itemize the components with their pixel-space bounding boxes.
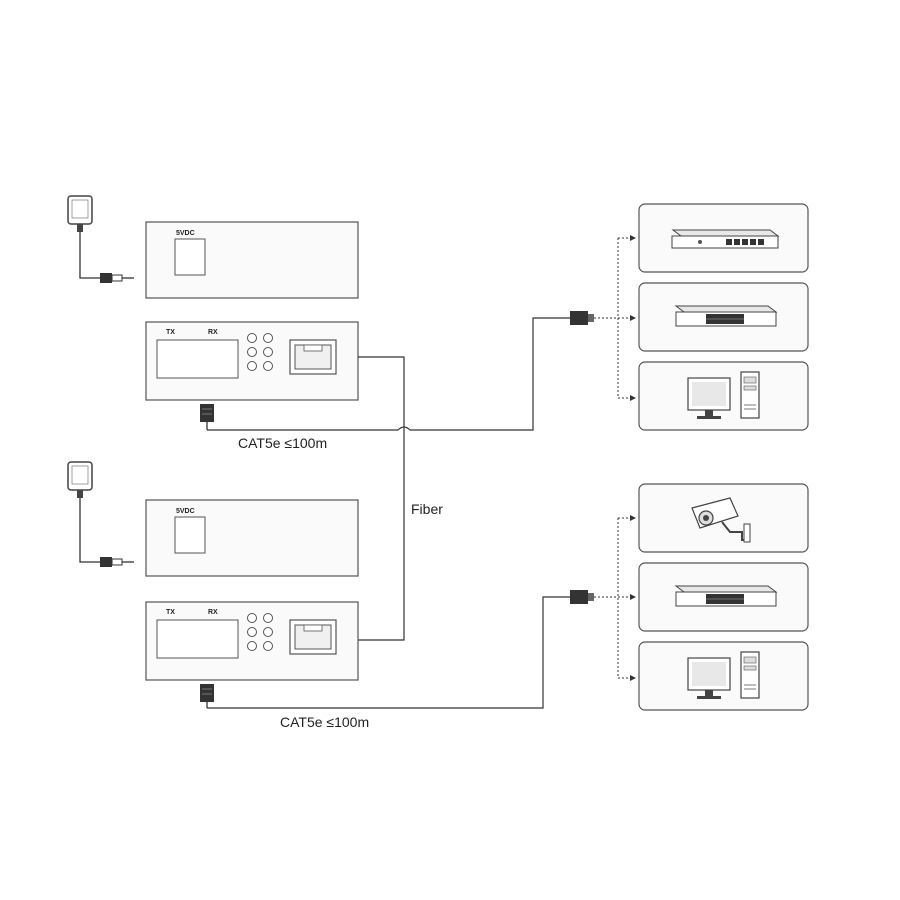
ip-camera-icon — [691, 497, 751, 543]
rj45-plug-icon — [570, 590, 594, 604]
device-router — [638, 203, 809, 273]
rx-label: RX — [208, 329, 218, 336]
rj45-port-icon — [289, 339, 337, 375]
tx-label: TX — [166, 329, 175, 336]
device-links — [594, 517, 632, 679]
tx-label: TX — [166, 609, 175, 616]
arrow-heads — [630, 515, 636, 681]
unit-1: 5VDC TX RX — [67, 195, 809, 451]
cat5e-cable — [207, 596, 570, 709]
rj45-connector-icon — [200, 404, 214, 430]
fiber-label: Fiber — [411, 501, 443, 517]
power-adapter-icon — [67, 195, 134, 283]
switch-icon — [674, 305, 778, 327]
led-indicators — [247, 333, 273, 371]
rj45-port-icon — [289, 619, 337, 655]
device-computer — [638, 361, 809, 431]
computer-icon — [687, 371, 760, 419]
device-switch — [638, 562, 809, 632]
cat5e-cable — [207, 317, 570, 431]
cable-length-label: CAT5e ≤100m — [238, 435, 327, 451]
power-label: 5VDC — [176, 230, 195, 237]
router-icon — [671, 229, 780, 249]
device-links — [594, 237, 632, 399]
device-switch — [638, 282, 809, 352]
fiber-cable — [358, 356, 405, 641]
led-indicators — [247, 613, 273, 651]
unit-2: 5VDC TX RX — [67, 461, 809, 730]
converter-power-panel: 5VDC — [145, 221, 359, 299]
rx-label: RX — [208, 609, 218, 616]
rj45-connector-icon — [200, 684, 214, 708]
device-camera — [638, 483, 809, 553]
power-label: 5VDC — [176, 508, 195, 515]
device-computer — [638, 641, 809, 711]
cable-length-label: CAT5e ≤100m — [280, 714, 369, 730]
switch-icon — [674, 585, 778, 607]
converter-port-panel: TX RX — [145, 321, 359, 401]
converter-power-panel: 5VDC — [145, 499, 359, 577]
power-adapter-icon — [67, 461, 134, 567]
computer-icon — [687, 651, 760, 699]
rj45-plug-icon — [570, 311, 594, 325]
arrow-heads — [630, 235, 636, 401]
converter-port-panel: TX RX — [145, 601, 359, 681]
